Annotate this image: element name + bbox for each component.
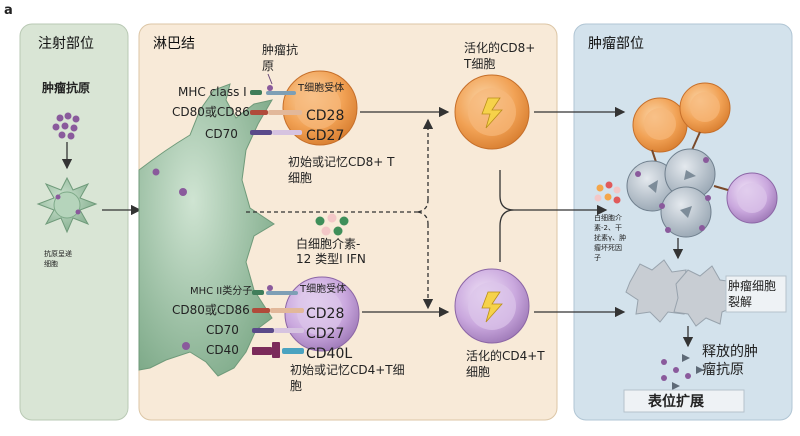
cd8-lightning-icon (481, 97, 503, 129)
tumor-cytokine-label-3: 扰素γ、肿 (594, 233, 626, 242)
dashed-curve-up (417, 199, 429, 213)
cd8-antigen-label-1: 肿瘤抗 (262, 42, 298, 57)
cd4-naive-nucleus (297, 289, 343, 335)
cd8-cd80-label: CD80或CD86 (172, 105, 250, 119)
cd8-naive-label-2: 细胞 (288, 171, 312, 185)
apc-label-1: 抗原呈递 (44, 249, 72, 258)
cd8-tcr-label: T细胞受体 (297, 81, 344, 94)
cd8-activated-label-1: 活化的CD8+ (464, 40, 535, 55)
tumor-cd8-nucleus-2 (690, 92, 720, 122)
cd8-naive-nucleus (295, 83, 341, 129)
dashed-curve-down (417, 211, 429, 225)
cd4-tumor-contact (713, 185, 729, 191)
cd4-lightning-icon (481, 291, 503, 323)
tumor-cytokine-label-2: 素-2、干 (594, 223, 622, 232)
lymph-title: 淋巴结 (153, 36, 195, 52)
small-apc-icon (36, 176, 98, 234)
release-label-1: 释放的肿 (702, 344, 758, 360)
cd4-tcr-label: T细胞受体 (299, 282, 346, 295)
tumor-cytokine-label-5: 子 (594, 254, 601, 262)
tumor-cell-cluster (626, 148, 716, 238)
release-label-2: 瘤抗原 (702, 361, 744, 378)
cd4-naive-label-1: 初始或记忆CD4+T细 (290, 363, 405, 377)
cd4-activated-label-1: 活化的CD4+T (466, 348, 545, 363)
antigen-label: 肿瘤抗原 (42, 80, 90, 95)
panel-label: a (4, 3, 13, 18)
cd8-tumor-contact-2 (691, 131, 701, 151)
cd28-label-cd8: CD28 (306, 108, 344, 124)
apc-label-2: 细胞 (44, 259, 58, 268)
cd4-cd70-label: CD70 (206, 323, 239, 337)
cd8-mhc-label: MHC class I (178, 85, 247, 99)
apc-antigen-1 (179, 188, 187, 196)
tumor-cytokine-label-4: 瘤坏死因 (594, 243, 622, 252)
dead-tumor-cells (625, 259, 737, 327)
cd28-label-cd4: CD28 (306, 306, 344, 322)
cytokine-dots (315, 213, 349, 236)
cd8-activated-label-2: T细胞 (463, 57, 495, 71)
cd4-receptor-pairs (252, 285, 304, 358)
dendritic-cell (138, 83, 275, 377)
apc-antigen-2 (152, 168, 160, 176)
epitope-spread-box (623, 389, 745, 413)
released-antigens (661, 354, 704, 390)
cd4-naive-label-2: 胞 (290, 379, 302, 393)
cytokine-label-2: 12 类型I IFN (296, 252, 366, 266)
cd8-naive-label-1: 初始或记忆CD8+ T (288, 155, 395, 169)
antigen-cluster (52, 112, 80, 140)
lysis-label-box (725, 275, 787, 313)
cd8-tumor-contact-1 (651, 149, 657, 163)
lysis-label-2: 裂解 (728, 295, 752, 309)
injection-panel (19, 23, 129, 421)
cd4-cd40-label: CD40 (206, 343, 239, 357)
cd4-cd80-label: CD80或CD86 (172, 303, 250, 317)
cd40l-label: CD40L (306, 346, 352, 362)
injection-title: 注射部位 (38, 36, 94, 52)
antigen-pointer-line (267, 73, 273, 85)
cytokine-label-1: 白细胞介素- (296, 236, 360, 251)
cd8-cd70-label: CD70 (205, 127, 238, 141)
lysis-label-1: 肿瘤细胞 (728, 278, 776, 293)
apc-antigen-3 (182, 342, 190, 350)
tumor-cytokine-dots (594, 181, 621, 204)
cd4-mhc-label: MHC II类分子 (190, 284, 252, 297)
cd27-label-cd8: CD27 (306, 128, 344, 144)
cd4-activated-label-2: 细胞 (466, 365, 490, 379)
cd8-receptor-pairs (250, 85, 302, 135)
tumor-cd4-nucleus (737, 183, 767, 213)
cd8-antigen-label-2: 原 (262, 59, 274, 73)
tumor-cytokine-label-1: 白细胞介 (594, 213, 622, 222)
epitope-spread-label: 表位扩展 (647, 393, 704, 410)
cd27-label-cd4: CD27 (306, 326, 344, 342)
tumor-cd8-nucleus-1 (644, 108, 676, 140)
tumor-title: 肿瘤部位 (588, 35, 644, 52)
